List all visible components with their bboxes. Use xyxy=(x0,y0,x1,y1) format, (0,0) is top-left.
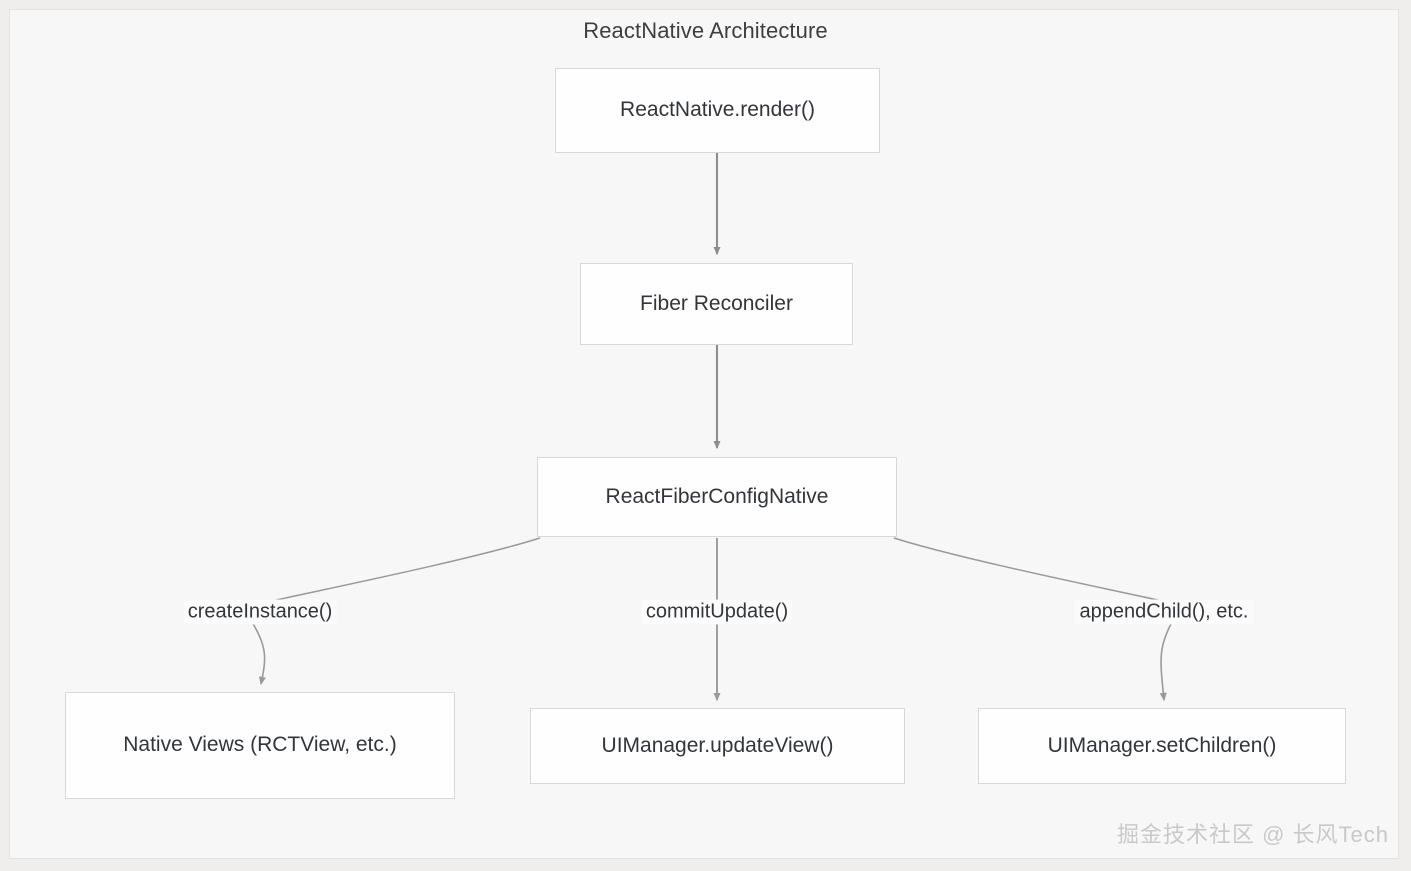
node-reactfiberconfignative[interactable]: ReactFiberConfigNative xyxy=(537,457,897,537)
edge-label-append-child: appendChild(), etc. xyxy=(1075,599,1253,625)
node-fiber-reconciler[interactable]: Fiber Reconciler xyxy=(580,263,853,345)
node-reactnative-render[interactable]: ReactNative.render() xyxy=(555,68,880,153)
node-uimanager-setchildren[interactable]: UIManager.setChildren() xyxy=(978,708,1346,784)
edge-label-create-instance: createInstance() xyxy=(183,599,337,625)
edge-label-commit-update: commitUpdate() xyxy=(641,599,793,625)
node-native-views[interactable]: Native Views (RCTView, etc.) xyxy=(65,692,455,799)
watermark: 掘金技术社区 @ 长风Tech xyxy=(1116,822,1389,847)
node-uimanager-updateview[interactable]: UIManager.updateView() xyxy=(530,708,905,784)
diagram-title: ReactNative Architecture xyxy=(583,18,828,43)
